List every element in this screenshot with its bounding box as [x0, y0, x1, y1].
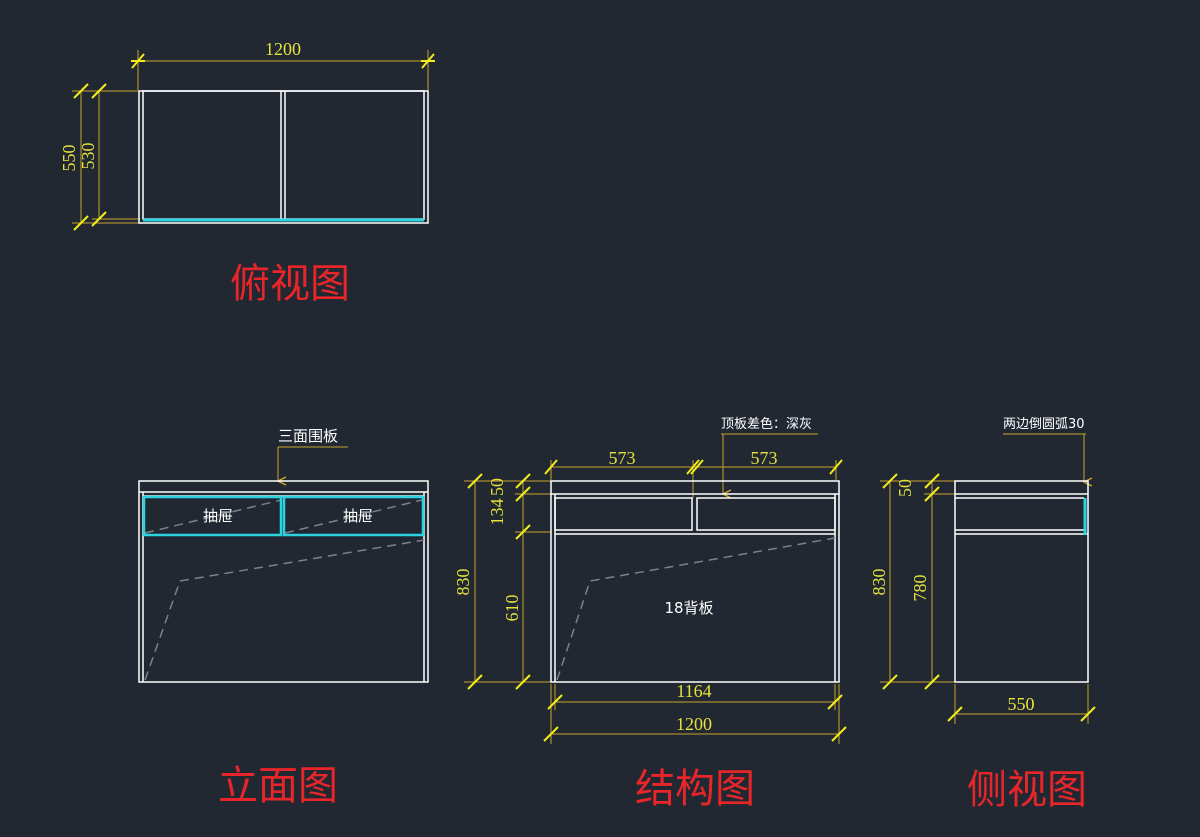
- tick-mark: [131, 53, 435, 69]
- tick-mark: [73, 83, 107, 231]
- side-depth-dimension: 550: [947, 684, 1096, 724]
- top-view-width-dimension: 1200: [131, 39, 435, 90]
- top-view-depth-outer-label: 550: [59, 145, 79, 172]
- elevation-drawer-right: 抽屉: [282, 495, 425, 537]
- side-view-title: 侧视图: [967, 767, 1087, 813]
- structure-view-title: 结构图: [635, 766, 755, 812]
- back-panel-label: 18背板: [664, 599, 713, 617]
- side-height-dimensions: 830 50 780: [869, 473, 955, 690]
- side-view: 两边倒圆弧30 830 50 780: [869, 417, 1096, 813]
- structure-top-dimension: 573 573: [544, 448, 843, 498]
- structure-top-height-label: 50: [487, 478, 507, 496]
- drawer-right-label: 抽屉: [343, 507, 373, 525]
- structure-inner-width-label: 1164: [676, 681, 711, 701]
- tick-mark: [882, 473, 940, 690]
- side-lower-height-label: 780: [910, 575, 930, 602]
- side-note-leader: 两边倒圆弧30: [1003, 417, 1086, 482]
- top-view: 1200 550 530 俯视图: [59, 39, 435, 307]
- structure-outer-width-label: 1200: [676, 714, 712, 734]
- elevation-drawer-left: 抽屉: [142, 495, 283, 537]
- tick-mark: [543, 694, 847, 742]
- structure-left-width-label: 573: [609, 448, 636, 468]
- elevation-note-label: 三面围板: [278, 427, 338, 445]
- structure-view: 顶板差色：深灰 573 573: [453, 416, 847, 812]
- structure-note-label: 顶板差色：深灰: [721, 416, 812, 432]
- structure-bottom-dimensions: 1164 1200: [543, 681, 847, 744]
- structure-total-height-label: 830: [453, 569, 473, 596]
- side-depth-label: 550: [1008, 694, 1035, 714]
- top-view-title: 俯视图: [230, 261, 350, 307]
- structure-note-leader: 顶板差色：深灰: [721, 416, 818, 494]
- elevation-view-title: 立面图: [218, 763, 338, 809]
- structure-right-width-label: 573: [751, 448, 778, 468]
- structure-hidden-lines: [556, 537, 836, 681]
- drawer-left-label: 抽屉: [203, 507, 233, 525]
- elevation-hidden-lines: [144, 499, 425, 681]
- elevation-view: 三面围板 抽屉 抽屉 立面图: [138, 427, 429, 809]
- side-total-height-label: 830: [869, 569, 889, 596]
- structure-outline: [550, 480, 840, 683]
- side-top-height-label: 50: [895, 479, 915, 497]
- structure-lower-height-label: 610: [502, 595, 522, 622]
- top-view-depth-inner-label: 530: [78, 143, 98, 170]
- tick-mark: [544, 459, 843, 475]
- tick-mark: [467, 473, 531, 690]
- side-outline: [954, 480, 1089, 683]
- top-view-width-label: 1200: [265, 39, 301, 59]
- tick-mark: [947, 706, 1096, 722]
- side-note-label: 两边倒圆弧30: [1003, 417, 1085, 432]
- structure-drawer-height-label: 134: [487, 499, 507, 526]
- top-view-outline: [138, 90, 429, 224]
- elevation-note-leader: 三面围板: [278, 427, 348, 481]
- structure-height-dimensions: 830 134 50 610: [453, 473, 551, 690]
- top-view-depth-dimension: 550 530: [59, 83, 140, 231]
